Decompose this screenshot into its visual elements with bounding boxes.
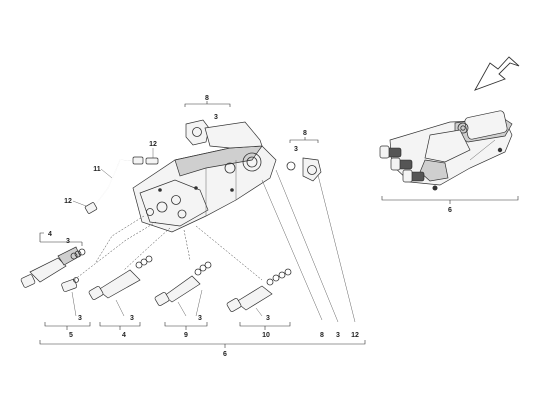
valve-5-part xyxy=(61,277,79,292)
label-bottom-right-c: 12 xyxy=(351,332,359,339)
main-assembly-bracket xyxy=(39,340,366,345)
valve-10-part xyxy=(226,268,292,312)
inset-assembly-drawing xyxy=(379,110,513,191)
inset-bracket xyxy=(381,196,519,201)
label-assembly-main: 6 xyxy=(223,351,227,358)
leader-4-oring xyxy=(115,299,125,317)
main-valve-body xyxy=(132,121,277,233)
dash-valve-5 xyxy=(73,221,157,281)
label-pipe-fitting-top: 12 xyxy=(149,141,157,148)
pipe-part xyxy=(95,159,136,205)
label-valve-group: 4 xyxy=(48,231,52,238)
dash-valve-4 xyxy=(95,215,145,263)
pipe-fitting-top-part xyxy=(145,157,159,165)
dash-valve-10 xyxy=(195,225,263,281)
solenoid-valve-4-group xyxy=(20,246,86,288)
bracket-10 xyxy=(239,322,291,327)
label-cover-group-right: 8 xyxy=(303,130,307,137)
leader-5-oring xyxy=(71,291,77,317)
label-bottom-9-oring: 3 xyxy=(198,315,202,322)
label-bottom-right-a: 8 xyxy=(320,332,324,339)
label-bottom-right-b: 3 xyxy=(336,332,340,339)
leader-10-oring xyxy=(255,307,263,317)
leader-9-b xyxy=(195,289,203,317)
valve-group-bracket xyxy=(39,232,44,242)
leader-9-a xyxy=(177,301,187,317)
bracket-4 xyxy=(99,322,141,327)
dash-valve-4b xyxy=(123,227,171,271)
label-pipe-fitting-bottom: 12 xyxy=(64,198,72,205)
cover-right-part xyxy=(286,157,322,182)
pipe-fitting-bottom-part xyxy=(84,202,98,214)
label-cover-right-oring: 3 xyxy=(294,146,298,153)
valve-4-part xyxy=(88,255,153,300)
label-assembly-inset: 6 xyxy=(448,207,452,214)
cover-right-bracket xyxy=(289,139,319,143)
label-valve-group-oring: 3 xyxy=(66,238,70,245)
label-bottom-4-oring: 3 xyxy=(130,315,134,322)
label-pipe: 11 xyxy=(93,166,101,173)
leader-right-b xyxy=(275,169,339,323)
valve-9-part xyxy=(154,261,212,306)
leader-right-a xyxy=(261,179,323,321)
label-bottom-10: 10 xyxy=(262,332,270,339)
label-cover-group-left: 8 xyxy=(205,95,209,102)
label-bottom-4: 4 xyxy=(122,332,126,339)
label-bottom-9: 9 xyxy=(184,332,188,339)
bracket-9 xyxy=(164,322,208,327)
label-cover-left-oring: 3 xyxy=(214,114,218,121)
leader-right-c xyxy=(317,174,356,323)
direction-arrow-icon xyxy=(474,56,520,91)
label-bottom-5-oring: 3 xyxy=(78,315,82,322)
label-bottom-5: 5 xyxy=(69,332,73,339)
dash-valve-9 xyxy=(183,229,191,261)
bracket-5 xyxy=(44,322,91,327)
label-bottom-10-oring: 3 xyxy=(266,315,270,322)
cover-left-bracket xyxy=(184,103,231,107)
